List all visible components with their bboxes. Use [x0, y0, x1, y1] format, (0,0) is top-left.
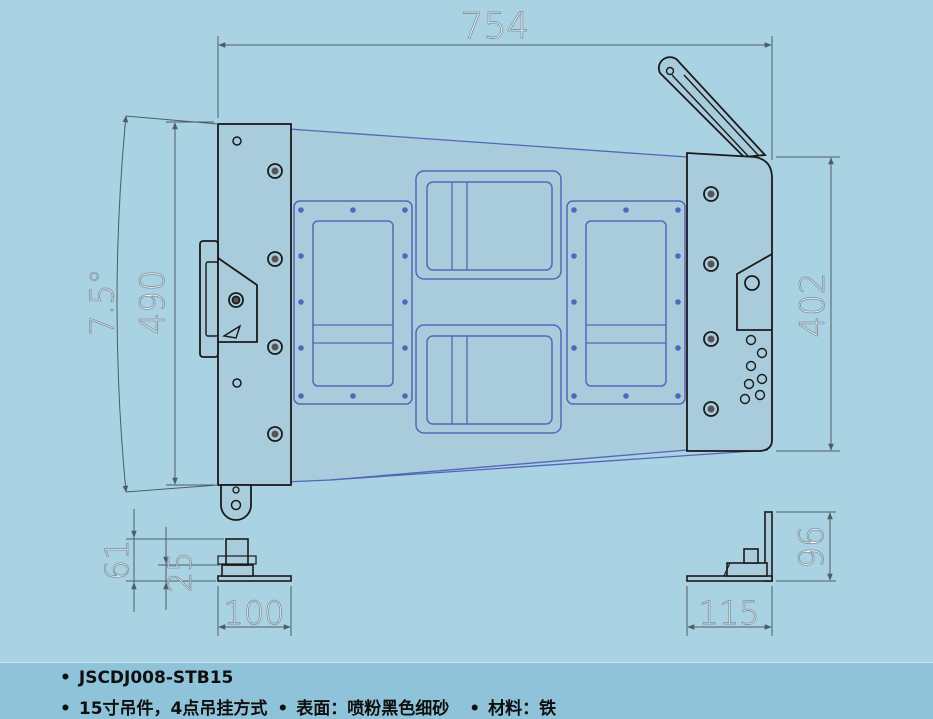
dim-overall-height: 490	[133, 121, 214, 486]
dim-left-foot-inner-label: 25	[161, 552, 199, 593]
caption-panel: •JSCDJ008-STB15 •15寸吊件，4点吊挂方式•表面：喷粉黑色细砂•…	[0, 662, 933, 719]
dim-right-foot	[686, 511, 836, 636]
left-bracket	[199, 123, 292, 521]
dim-overall-width-label: 754	[461, 6, 530, 47]
dim-left-foot	[126, 509, 292, 636]
dim-right-bracket-height-label: 402	[793, 273, 833, 338]
right-bracket	[657, 56, 773, 452]
dim-tilt-angle: 7.5°	[83, 115, 219, 493]
dim-overall-width: 754	[217, 6, 773, 160]
plate-right	[566, 200, 686, 405]
caption-line-specs: • 15寸吊件，4点吊挂方式 • 表面：喷粉黑色细砂 • 材料：铁	[60, 694, 556, 719]
dim-left-foot-outer-label: 61	[98, 540, 136, 581]
plate-bottom	[415, 324, 562, 434]
caption-bullet: •	[60, 668, 71, 688]
plate-top	[415, 170, 562, 280]
caption-bullet: •	[60, 699, 71, 719]
dim-overall-height-label: 490	[133, 270, 173, 335]
left-foot-detail	[217, 538, 292, 582]
dim-right-bracket-height: 402	[776, 156, 840, 452]
caption-spec-material: 材料：铁	[488, 699, 557, 719]
caption-bullet: •	[277, 699, 289, 719]
caption-line-model: • JSCDJ008-STB15	[60, 668, 233, 688]
frame-bottom-lip	[329, 449, 769, 481]
dim-right-foot-height-label: 96	[792, 525, 832, 568]
plate-left	[293, 200, 413, 405]
caption-model: JSCDJ008-STB15	[78, 668, 234, 688]
caption-spec-surface: 表面：喷粉黑色细砂	[296, 699, 450, 719]
dim-left-foot-width-label: 100	[223, 594, 284, 632]
dim-tilt-angle-label: 7.5°	[83, 269, 121, 336]
dim-right-foot-width-label: 115	[698, 594, 759, 632]
technical-drawing: 754 490 7.5° 402	[83, 6, 840, 636]
caption-spec-size: 15寸吊件，4点吊挂方式	[78, 699, 268, 719]
right-foot-detail	[686, 511, 773, 582]
caption-bullet: •	[469, 699, 481, 719]
